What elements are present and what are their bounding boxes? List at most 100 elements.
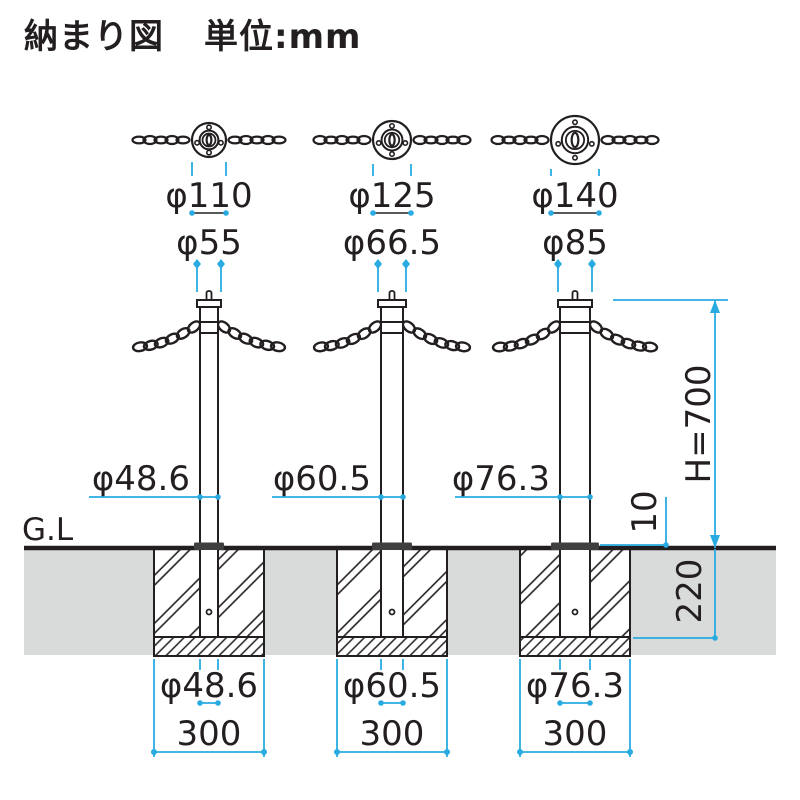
dim-dot — [378, 700, 384, 706]
chain-link-icon — [164, 134, 180, 146]
base-plate — [551, 542, 599, 550]
dim-dot — [663, 542, 669, 548]
flange-dia-label: φ125 — [348, 176, 435, 216]
chain-link-icon — [175, 135, 191, 145]
chain-link-icon — [269, 341, 287, 353]
bolt-hole-icon — [217, 139, 224, 146]
chain-link-icon — [227, 135, 243, 145]
chain-link-icon — [422, 332, 439, 346]
chain-link-icon — [523, 135, 539, 145]
bolt-hole-icon — [206, 124, 213, 131]
bollard-column-2 — [312, 119, 472, 638]
ground-level-label: G.L — [22, 512, 74, 548]
dim-dot — [261, 749, 267, 755]
arrow-down-icon — [710, 535, 720, 548]
chain-link-icon — [412, 327, 428, 341]
chain-link-icon — [512, 134, 528, 146]
depth-dimension: 220 — [633, 549, 718, 641]
dim-dot — [587, 494, 593, 500]
chain-link-icon — [423, 135, 439, 145]
dim-diamond — [402, 259, 410, 269]
dim-dot — [378, 494, 384, 500]
chain-link-icon — [345, 135, 361, 145]
chain-link-icon — [260, 134, 276, 146]
dim-dot — [444, 749, 450, 755]
bolt-hole-icon — [375, 140, 382, 147]
footing-width-label: 300 — [177, 714, 242, 754]
chain-link-icon — [142, 134, 158, 146]
chain-link-icon — [644, 134, 660, 146]
chain-link-icon — [175, 326, 191, 340]
dim-dot — [197, 494, 203, 500]
footing-post-dia-label: φ76.3 — [526, 666, 624, 706]
cap-dia-label: φ85 — [542, 223, 608, 263]
post-dia-label: φ76.3 — [452, 459, 550, 499]
chain-link-icon — [248, 336, 265, 349]
chain-link-icon — [356, 134, 372, 146]
height-label: H=700 — [679, 365, 719, 484]
chain-link-icon — [312, 341, 330, 353]
chain-link-icon — [631, 340, 648, 352]
dim-dot — [215, 700, 221, 706]
cap-dia-label: φ66.5 — [343, 223, 441, 263]
column-dimensions-2: φ125 φ66.5 φ60.5 φ60.5 300 — [272, 164, 450, 757]
chain-link-icon — [535, 327, 551, 341]
chain-link-icon — [445, 135, 461, 145]
bollard-column-3 — [490, 114, 660, 638]
dim-dot — [596, 210, 602, 216]
chain-link-icon — [433, 336, 450, 349]
base-plate — [194, 542, 224, 550]
bolt-hole-icon — [388, 122, 395, 129]
chain-link-icon — [454, 341, 472, 353]
chain-link-icon — [444, 339, 461, 352]
post-cap — [377, 299, 407, 308]
chain-link-icon — [633, 135, 649, 145]
chain-link-icon — [534, 134, 550, 146]
chain-link-icon — [412, 134, 428, 146]
dim-dot — [517, 749, 523, 755]
gravel-base — [519, 636, 631, 657]
footing-post-dia-label: φ60.5 — [343, 666, 441, 706]
chain-link-icon — [259, 339, 276, 352]
post-body — [199, 306, 219, 638]
baseplate-dimension: 10 — [600, 490, 669, 548]
base-plate — [372, 542, 412, 550]
cap-inner-circle — [564, 129, 586, 151]
dim-dot — [712, 635, 718, 641]
bolt-hole-icon — [571, 154, 578, 161]
chain-link-icon — [501, 135, 517, 145]
post-cap — [196, 299, 222, 308]
post-dia-label: φ48.6 — [92, 459, 190, 499]
column-dimensions-3: φ140 φ85 φ76.3 φ76.3 300 — [452, 169, 633, 757]
post-dia-label: φ60.5 — [273, 459, 371, 499]
chain-link-icon — [490, 134, 506, 146]
chain-link-icon — [622, 134, 638, 146]
dim-dot — [400, 700, 406, 706]
chain-link-icon — [131, 341, 149, 353]
bolt-hole-icon — [194, 139, 201, 146]
chain-link-icon — [334, 134, 350, 146]
bollards-layer — [131, 114, 660, 638]
chain-link-icon — [334, 336, 351, 349]
chain-eye — [570, 131, 580, 149]
chain-link-icon — [524, 333, 541, 346]
chain-eye — [205, 133, 213, 147]
bolt-hole-icon — [206, 149, 213, 156]
chain-link-icon — [312, 134, 328, 146]
chain-link-icon — [271, 135, 287, 145]
dim-dot — [215, 494, 221, 500]
flange-dia-label: φ140 — [531, 176, 618, 216]
post-body — [380, 306, 404, 638]
dim-dot — [587, 700, 593, 706]
chain-link-icon — [153, 336, 170, 349]
chain-link-icon — [323, 135, 339, 145]
bolt-hole-icon — [402, 140, 409, 147]
dim-diamond — [554, 259, 562, 269]
footing-width-label: 300 — [543, 714, 608, 754]
dim-dot — [223, 210, 229, 216]
cap-inner-circle — [383, 131, 401, 149]
footing-width-label: 300 — [360, 714, 425, 754]
dim-dot — [548, 210, 554, 216]
